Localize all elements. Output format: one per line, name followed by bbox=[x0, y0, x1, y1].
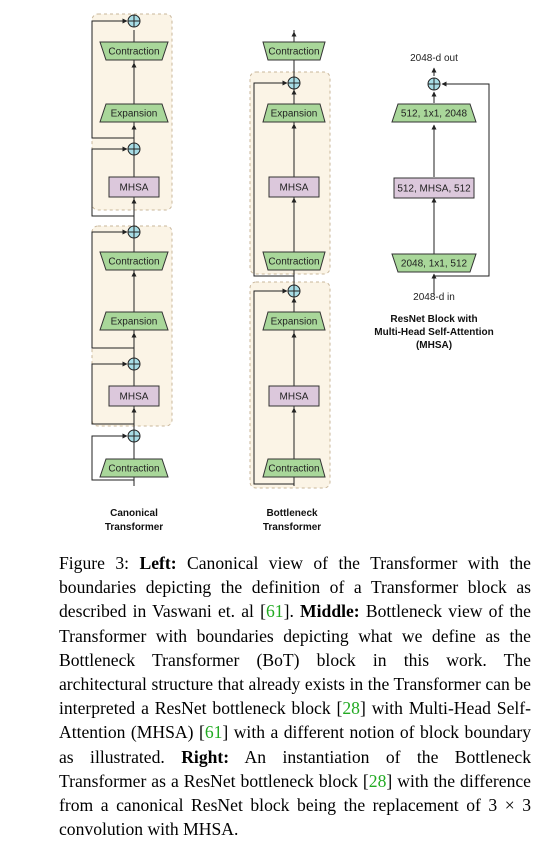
caption-text: ] with the difference from a canonical R… bbox=[59, 770, 531, 840]
caption-left-heading: Left: bbox=[139, 553, 177, 573]
caption-text: ] with Multi-Head Self-Attention (MHSA) … bbox=[59, 698, 531, 743]
input-label: 2048-d in bbox=[413, 292, 455, 303]
svg-text:MHSA: MHSA bbox=[280, 392, 309, 403]
canonical-transformer-column: Contraction Expansion MHSA Contraction E… bbox=[91, 13, 173, 533]
svg-text:512, MHSA, 512: 512, MHSA, 512 bbox=[397, 184, 471, 195]
resnet-mhsa-block: 2048-d out 512, 1x1, 2048 512, MHSA, 512… bbox=[374, 53, 493, 351]
citation-link[interactable]: 61 bbox=[266, 601, 284, 622]
block-caption: Multi-Head Self-Attention bbox=[374, 327, 493, 338]
svg-text:Contraction: Contraction bbox=[108, 464, 159, 475]
svg-text:Contraction: Contraction bbox=[268, 257, 319, 268]
svg-text:512, 1x1, 2048: 512, 1x1, 2048 bbox=[401, 109, 468, 120]
citation-link[interactable]: 61 bbox=[204, 722, 223, 743]
caption-text: ]. bbox=[283, 601, 301, 622]
caption-text: An instantiation of the Bottleneck Trans… bbox=[59, 746, 531, 791]
caption-text: Bottleneck view of the Transformer with … bbox=[59, 601, 531, 719]
citation-link[interactable]: 28 bbox=[368, 770, 387, 791]
caption-middle-heading: Middle: bbox=[300, 601, 360, 622]
svg-text:Contraction: Contraction bbox=[268, 464, 319, 475]
architecture-diagram: Contraction Expansion MHSA Contraction E… bbox=[91, 13, 494, 533]
block-contraction: Contraction bbox=[99, 251, 169, 271]
bot-block-boundary-lower bbox=[249, 281, 331, 489]
svg-text:2048, 1x1, 512: 2048, 1x1, 512 bbox=[401, 259, 468, 270]
block-contraction: Contraction bbox=[262, 251, 326, 271]
column-caption: Bottleneck bbox=[266, 508, 318, 519]
add-node-icon bbox=[127, 142, 141, 156]
add-node-icon bbox=[427, 77, 441, 91]
column-caption: Transformer bbox=[105, 522, 163, 533]
add-node-icon bbox=[127, 14, 141, 28]
svg-text:Contraction: Contraction bbox=[108, 47, 159, 58]
output-label: 2048-d out bbox=[410, 53, 458, 64]
block-contraction: Contraction bbox=[99, 41, 169, 61]
bot-block-boundary-upper bbox=[249, 71, 331, 275]
block-contraction: Contraction bbox=[99, 458, 169, 478]
svg-text:Expansion: Expansion bbox=[111, 317, 158, 328]
block-contraction: Contraction bbox=[262, 458, 326, 478]
conv-1x1-expand-block: 512, 1x1, 2048 bbox=[391, 103, 477, 123]
block-caption: ResNet Block with bbox=[390, 314, 477, 325]
citation-link[interactable]: 28 bbox=[342, 698, 360, 719]
add-node-icon bbox=[127, 225, 141, 239]
add-node-icon bbox=[287, 284, 301, 298]
column-caption: Canonical bbox=[110, 508, 158, 519]
caption-lead: Figure 3: bbox=[59, 553, 140, 573]
block-expansion: Expansion bbox=[99, 311, 169, 331]
block-expansion: Expansion bbox=[262, 311, 326, 331]
svg-text:Contraction: Contraction bbox=[268, 47, 319, 58]
add-node-icon bbox=[287, 76, 301, 90]
svg-text:MHSA: MHSA bbox=[280, 183, 309, 194]
caption-text: ] with a different notion of block bound… bbox=[59, 722, 532, 767]
add-node-icon bbox=[127, 429, 141, 443]
mhsa-block: 512, MHSA, 512 bbox=[393, 177, 475, 199]
block-mhsa: MHSA bbox=[268, 385, 320, 407]
block-expansion: Expansion bbox=[99, 103, 169, 123]
block-contraction: Contraction bbox=[262, 41, 326, 61]
block-mhsa: MHSA bbox=[108, 176, 160, 198]
svg-text:Contraction: Contraction bbox=[108, 257, 159, 268]
svg-text:Expansion: Expansion bbox=[111, 109, 158, 120]
bottleneck-transformer-column: Contraction Expansion MHSA Contraction E… bbox=[249, 30, 331, 533]
caption-text: Canonical view of the Transformer with t… bbox=[59, 553, 531, 622]
block-caption: (MHSA) bbox=[416, 340, 452, 351]
block-mhsa: MHSA bbox=[268, 176, 320, 198]
conv-1x1-contract-block: 2048, 1x1, 512 bbox=[391, 253, 477, 273]
svg-text:MHSA: MHSA bbox=[120, 183, 149, 194]
caption-right-heading: Right: bbox=[181, 746, 230, 767]
block-expansion: Expansion bbox=[262, 103, 326, 123]
svg-text:Expansion: Expansion bbox=[271, 109, 318, 120]
block-mhsa: MHSA bbox=[108, 385, 160, 407]
svg-text:Expansion: Expansion bbox=[271, 317, 318, 328]
column-caption: Transformer bbox=[263, 522, 321, 533]
svg-text:MHSA: MHSA bbox=[120, 392, 149, 403]
figure-caption: Figure 3: Left: Canonical view of the Tr… bbox=[59, 551, 531, 841]
add-node-icon bbox=[127, 357, 141, 371]
